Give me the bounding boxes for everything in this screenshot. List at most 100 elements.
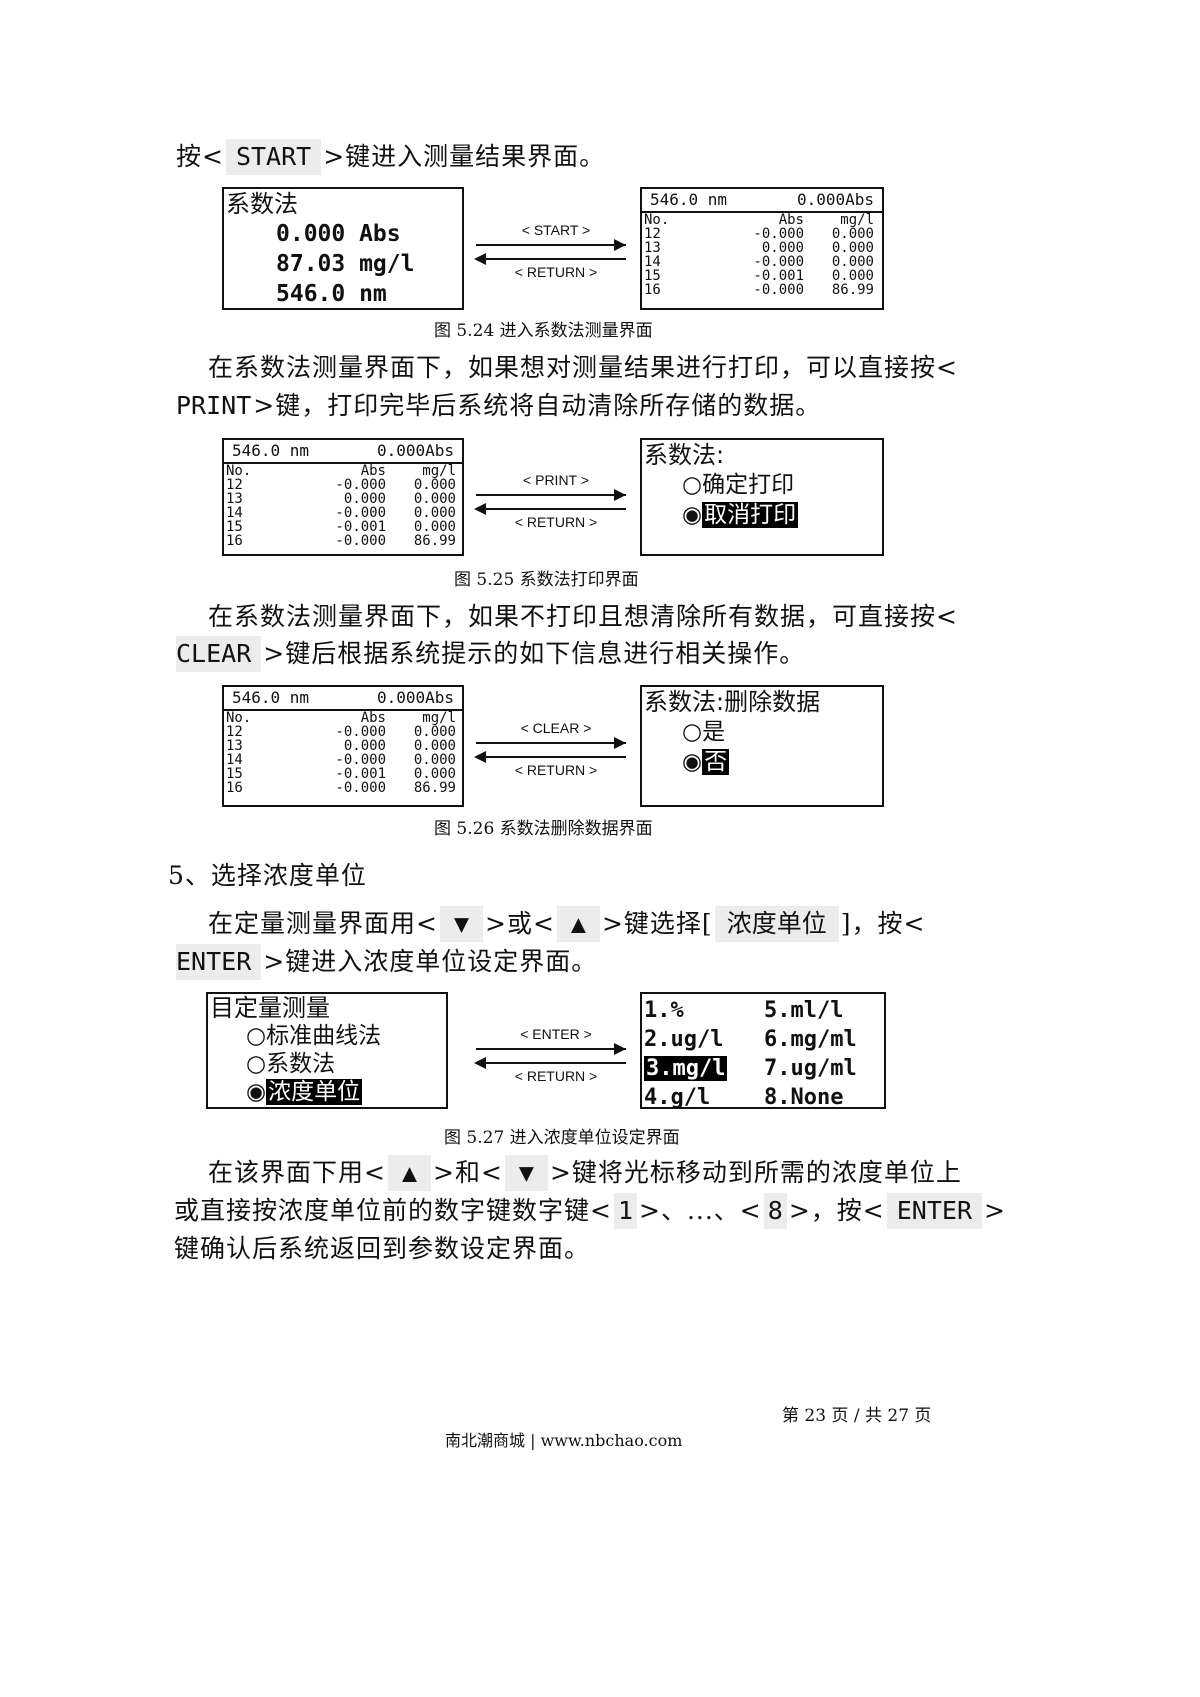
cell: 12 <box>226 477 243 493</box>
abs-reading: 0.000Abs <box>376 688 454 707</box>
text: >或< <box>485 909 555 938</box>
option-confirm-print: ○确定打印 <box>682 472 795 498</box>
abs-reading: 0.000Abs <box>376 441 454 460</box>
wavelength: 546.0 nm <box>232 441 310 460</box>
table-row: 15 -0.001 0.000 <box>224 767 462 781</box>
start-key: START <box>225 139 322 175</box>
selected-label: 否 <box>702 749 730 775</box>
navigation-arrows: < PRINT > < RETURN > <box>474 470 636 580</box>
cell: 15 <box>226 766 243 782</box>
screen-title: 系数法: <box>644 441 725 469</box>
option-yes: ○是 <box>682 719 726 745</box>
cell: 16 <box>226 533 243 549</box>
table-header: 546.0 nm 0.000Abs <box>642 189 882 213</box>
paragraph-start: 按<START>键进入测量结果界面。 <box>176 136 605 177</box>
arrow-label-forward: < ENTER > <box>520 1026 592 1042</box>
cell: 12 <box>226 724 243 740</box>
radio-selected-icon: ◉ <box>682 749 703 775</box>
unit-option: 1.% <box>644 998 684 1023</box>
unit-option: 8.None <box>764 1085 844 1109</box>
down-key: ▼ <box>439 906 484 942</box>
cell: 0.000 <box>343 738 386 754</box>
unit-option: 5.ml/l <box>764 998 844 1023</box>
cell: 12 <box>644 226 661 242</box>
coefficient-screen: 系数法 0.000 Abs 87.03 mg/l 546.0 nm <box>222 187 464 310</box>
cell: -0.000 <box>753 226 804 242</box>
col-abs: Abs <box>778 212 804 228</box>
cell: 0.000 <box>343 491 386 507</box>
back-arrow-head <box>474 1057 486 1069</box>
navigation-arrows: < START > < RETURN > <box>474 220 636 330</box>
cell: -0.001 <box>335 766 386 782</box>
cell: 0.000 <box>831 240 874 256</box>
wavelength-value: 546.0 nm <box>276 281 387 307</box>
paragraph-unit-line2: ENTER>键进入浓度单位设定界面。 <box>174 941 597 982</box>
selected-unit: 3.mg/l <box>644 1056 728 1081</box>
cell: 0.000 <box>413 505 456 521</box>
figure-caption-5-24: 图 5.24 进入系数法测量界面 <box>434 321 653 341</box>
arrow-label-back: < RETURN > <box>514 762 598 778</box>
up-key: ▲ <box>556 906 600 942</box>
selected-label: 浓度单位 <box>266 1079 363 1105</box>
col-abs: Abs <box>360 710 386 726</box>
option-no: ◉否 <box>642 747 882 777</box>
radio-selected-icon: ◉ <box>682 502 703 528</box>
cell: 0.000 <box>831 254 874 270</box>
text: >、...、< <box>639 1196 762 1225</box>
navigation-arrows: < ENTER > < RETURN > <box>474 1024 636 1134</box>
abs-reading: 0.000Abs <box>796 190 874 209</box>
cell: -0.000 <box>335 477 386 493</box>
unit-option: 4.g/l <box>644 1085 711 1109</box>
text: >键后根据系统提示的如下信息进行相关操作。 <box>263 639 806 668</box>
cell: 0.000 <box>761 240 804 256</box>
cell: 0.000 <box>413 766 456 782</box>
cell: 13 <box>644 240 661 256</box>
figure-caption-5-26: 图 5.26 系数法删除数据界面 <box>434 819 653 839</box>
paragraph-cursor-line3: 键确认后系统返回到参数设定界面。 <box>174 1234 591 1263</box>
cell: 14 <box>226 505 243 521</box>
col-mg: mg/l <box>422 463 456 479</box>
radio-selected-icon: ◉ <box>246 1079 267 1105</box>
forward-arrow-line <box>476 742 626 744</box>
back-arrow-head <box>474 503 486 515</box>
text: >键，打印完毕后系统将自动清除所存储的数据。 <box>253 391 822 420</box>
arrow-label-back: < RETURN > <box>514 514 598 530</box>
cell: 86.99 <box>831 282 874 298</box>
option-standard-curve: ○标准曲线法 <box>246 1023 382 1049</box>
back-arrow-line <box>476 258 626 260</box>
unit-grid: 1.% 5.ml/l 2.ug/l 6.mg/ml 3.mg/l 7.ug/ml… <box>642 994 884 1109</box>
arrow-label-forward: < START > <box>521 222 591 238</box>
forward-arrow-head <box>614 489 626 501</box>
arrow-label-forward: < PRINT > <box>523 472 589 488</box>
cell: 0.000 <box>413 519 456 535</box>
wavelength: 546.0 nm <box>650 190 728 209</box>
cell: -0.000 <box>335 724 386 740</box>
text: >键进入测量结果界面。 <box>323 142 606 171</box>
option-cancel-print: ◉取消打印 <box>642 500 882 530</box>
forward-arrow-head <box>614 239 626 251</box>
delete-confirm-screen: 系数法:删除数据 ○是 ◉否 <box>640 685 884 807</box>
screen-title: 系数法:删除数据 <box>644 688 821 716</box>
unit-option-selected: 3.mg/l <box>644 1054 764 1083</box>
forward-arrow-line <box>476 1048 626 1050</box>
screen-title: 系数法 <box>226 190 298 218</box>
arrow-label-back: < RETURN > <box>514 264 598 280</box>
enter-key: ENTER <box>886 1193 982 1229</box>
cell: -0.001 <box>753 268 804 284</box>
forward-arrow-head <box>614 1043 626 1055</box>
text: >键进入浓度单位设定界面。 <box>263 947 598 976</box>
unit-select-screen: 1.% 5.ml/l 2.ug/l 6.mg/ml 3.mg/l 7.ug/ml… <box>640 992 886 1109</box>
col-no: No. <box>644 212 670 228</box>
back-arrow-head <box>474 253 486 265</box>
col-abs: Abs <box>360 463 386 479</box>
unit-option: 6.mg/ml <box>764 1027 857 1052</box>
